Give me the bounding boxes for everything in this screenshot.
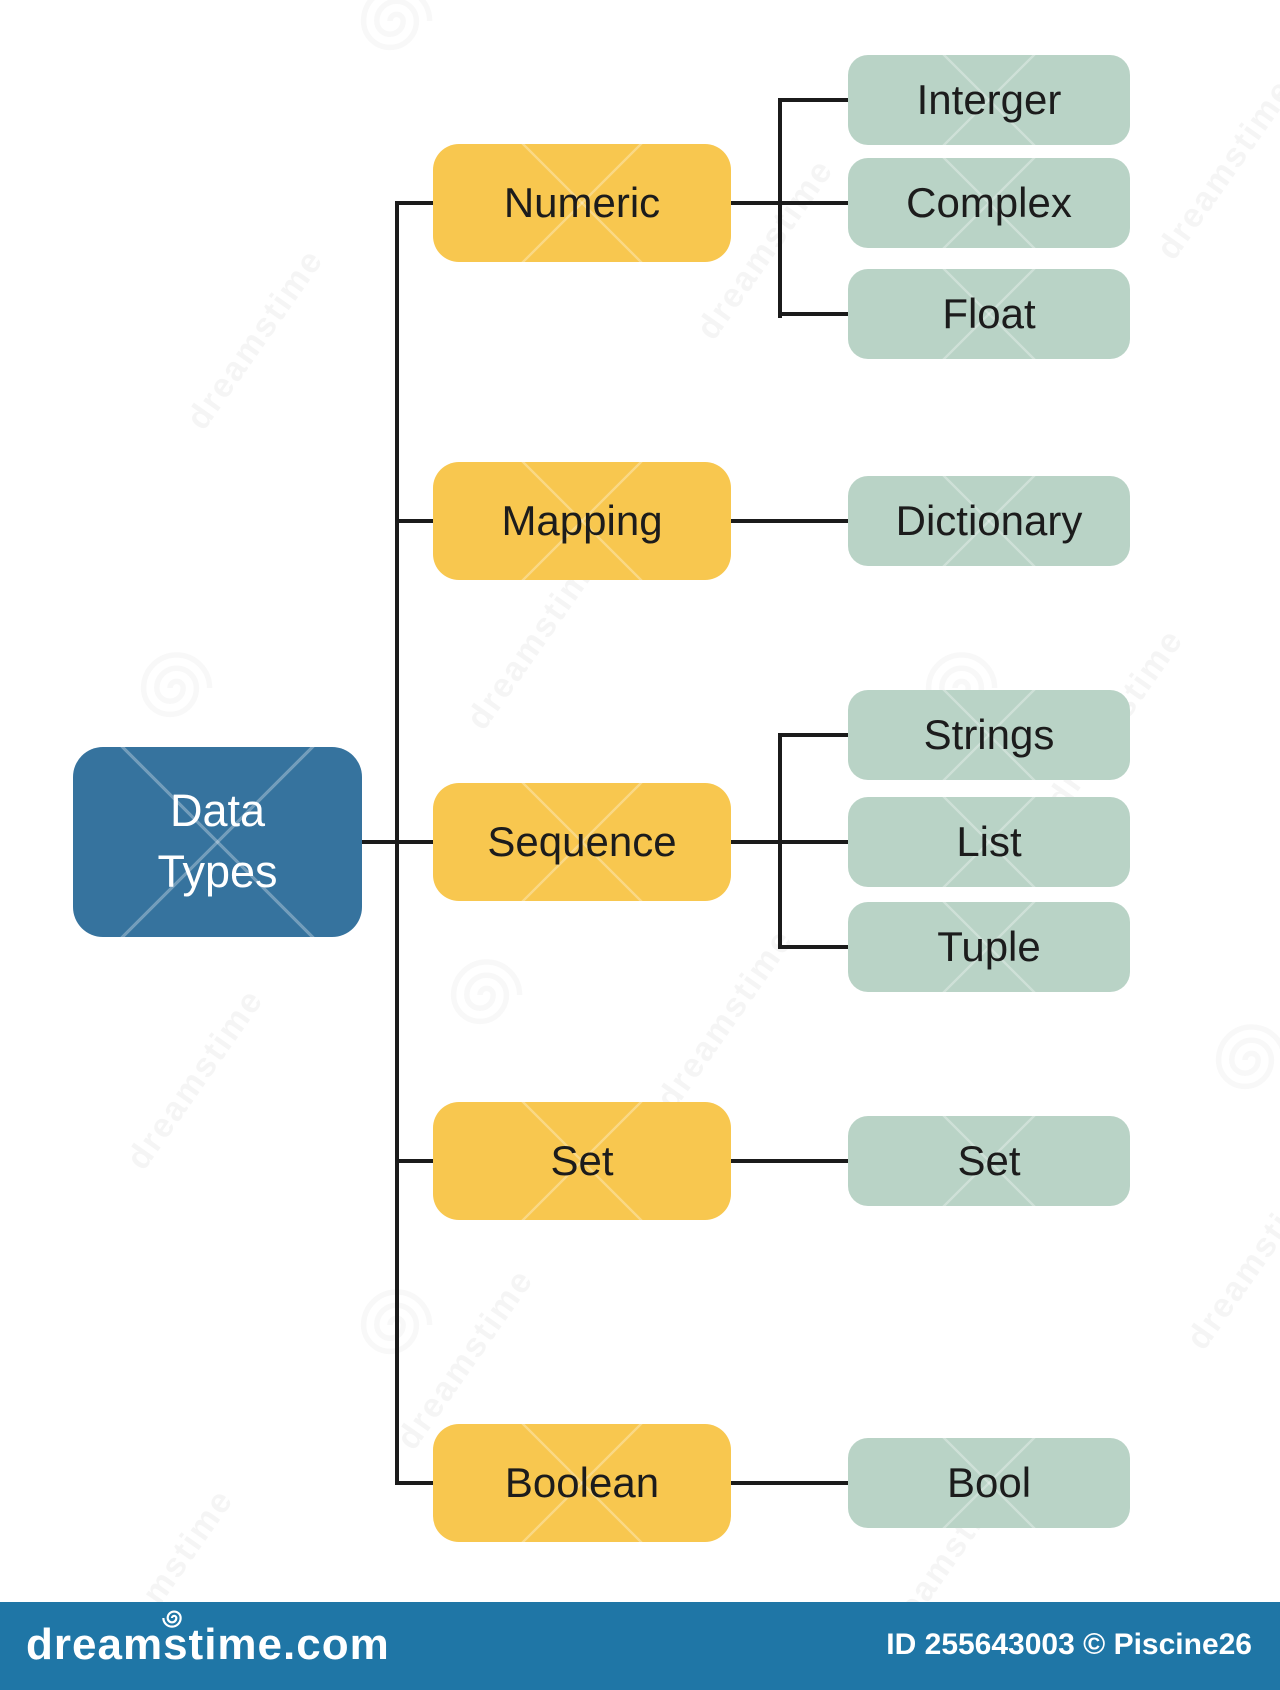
type-node-float: Float <box>848 269 1130 359</box>
connector-numeric-complex <box>731 201 848 205</box>
dreamstime-logo: dreamstime.com <box>26 1620 390 1669</box>
category-node-sequence: Sequence <box>433 783 731 901</box>
connector-main-trunk <box>395 201 399 1485</box>
watermark-text: dreamstime <box>118 981 272 1177</box>
category-node-numeric: Numeric <box>433 144 731 262</box>
logo-spiral-icon <box>162 1610 182 1628</box>
category-node-mapping: Mapping <box>433 462 731 580</box>
connector-numeric-trunk <box>778 98 782 318</box>
connector-to-float <box>780 312 848 316</box>
root-node-data-types: Data Types <box>73 747 362 937</box>
type-node-interger: Interger <box>848 55 1130 145</box>
connector-to-dictionary <box>731 519 848 523</box>
type-node-bool: Bool <box>848 1438 1130 1528</box>
spiral-watermark-icon <box>335 0 445 76</box>
connector-to-strings <box>780 733 848 737</box>
connector-to-tuple <box>780 945 848 949</box>
spiral-watermark-icon <box>425 940 535 1050</box>
connector-to-mapping <box>399 519 433 523</box>
spiral-watermark-icon <box>335 1270 445 1380</box>
watermark-text: dreamstime <box>178 241 332 437</box>
type-node-set: Set <box>848 1116 1130 1206</box>
connector-to-sequence <box>399 840 433 844</box>
connector-root <box>362 840 399 844</box>
connector-to-boolean <box>399 1481 433 1485</box>
connector-to-set <box>399 1159 433 1163</box>
connector-to-numeric <box>399 201 433 205</box>
connector-sequence-list <box>731 840 848 844</box>
watermark-bar: dreamstime.com ID 255643003 © Piscine26 <box>0 1602 1280 1690</box>
type-node-dictionary: Dictionary <box>848 476 1130 566</box>
connector-to-bool <box>731 1481 848 1485</box>
type-node-complex: Complex <box>848 158 1130 248</box>
watermark-text: dreamstime <box>648 921 802 1117</box>
watermark-text: dreamstime <box>1148 71 1280 267</box>
image-credit: ID 255643003 © Piscine26 <box>886 1628 1252 1661</box>
type-node-strings: Strings <box>848 690 1130 780</box>
watermark-text: dreamstime <box>1178 1161 1280 1357</box>
connector-to-set-type <box>731 1159 848 1163</box>
type-node-tuple: Tuple <box>848 902 1130 992</box>
type-node-list: List <box>848 797 1130 887</box>
connector-sequence-trunk <box>778 733 782 949</box>
category-node-set: Set <box>433 1102 731 1220</box>
spiral-watermark-icon <box>1190 1005 1280 1115</box>
category-node-boolean: Boolean <box>433 1424 731 1542</box>
spiral-watermark-icon <box>115 633 225 743</box>
connector-to-interger <box>780 98 848 102</box>
